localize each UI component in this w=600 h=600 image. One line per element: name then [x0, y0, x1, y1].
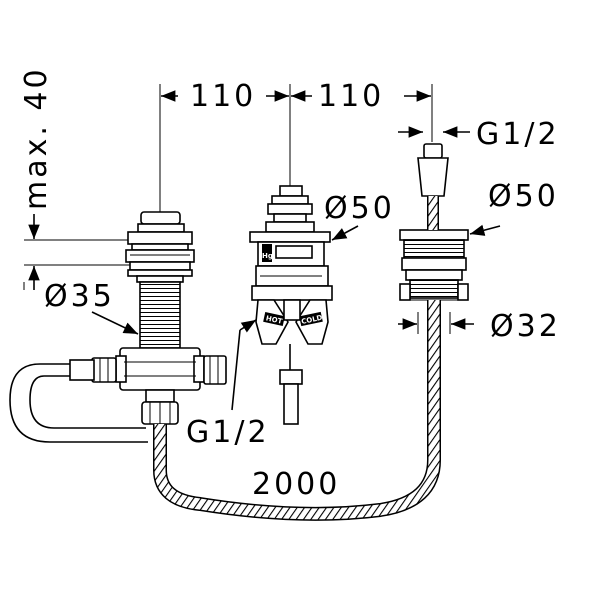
brand-mark: Hg — [262, 252, 273, 260]
dimension-label-g12-top: G1/2 — [476, 117, 560, 152]
dimension-thread-bottom: G1/2 — [186, 319, 270, 450]
dimension-dia-35: Ø35 — [23, 279, 139, 335]
right-spout-body — [399, 143, 469, 301]
dimension-dia-50-right: Ø50 — [469, 179, 559, 236]
dimension-label-2000: 2000 — [252, 467, 340, 502]
dimension-dia-50-mid: Ø50 — [324, 191, 395, 241]
left-valve-body — [69, 211, 227, 425]
dimension-label-dia-50-mid: Ø50 — [324, 191, 395, 226]
dimension-max-depth: max. 40 — [19, 66, 132, 290]
dimension-dia-32: Ø32 — [398, 309, 561, 344]
left-loop-pipe — [9, 363, 148, 443]
dimension-label-110-right: 110 — [318, 79, 384, 114]
dimension-label-dia-32: Ø32 — [490, 309, 561, 344]
dimension-label-dia-50-right: Ø50 — [488, 179, 559, 214]
dimension-width: 110 110 — [159, 79, 433, 212]
dimension-hose-length: 2000 — [252, 467, 340, 502]
flex-hose — [153, 196, 441, 521]
middle-valve-body: Hg HOT COLD — [249, 185, 333, 425]
dimension-thread-top: G1/2 — [398, 117, 560, 152]
dimension-label-max-40: max. 40 — [19, 66, 54, 210]
dimension-label-110-left: 110 — [190, 79, 256, 114]
dimension-label-g12-bottom: G1/2 — [186, 415, 270, 450]
dimension-label-dia-35: Ø35 — [44, 279, 115, 314]
hot-label: HOT — [265, 314, 283, 325]
